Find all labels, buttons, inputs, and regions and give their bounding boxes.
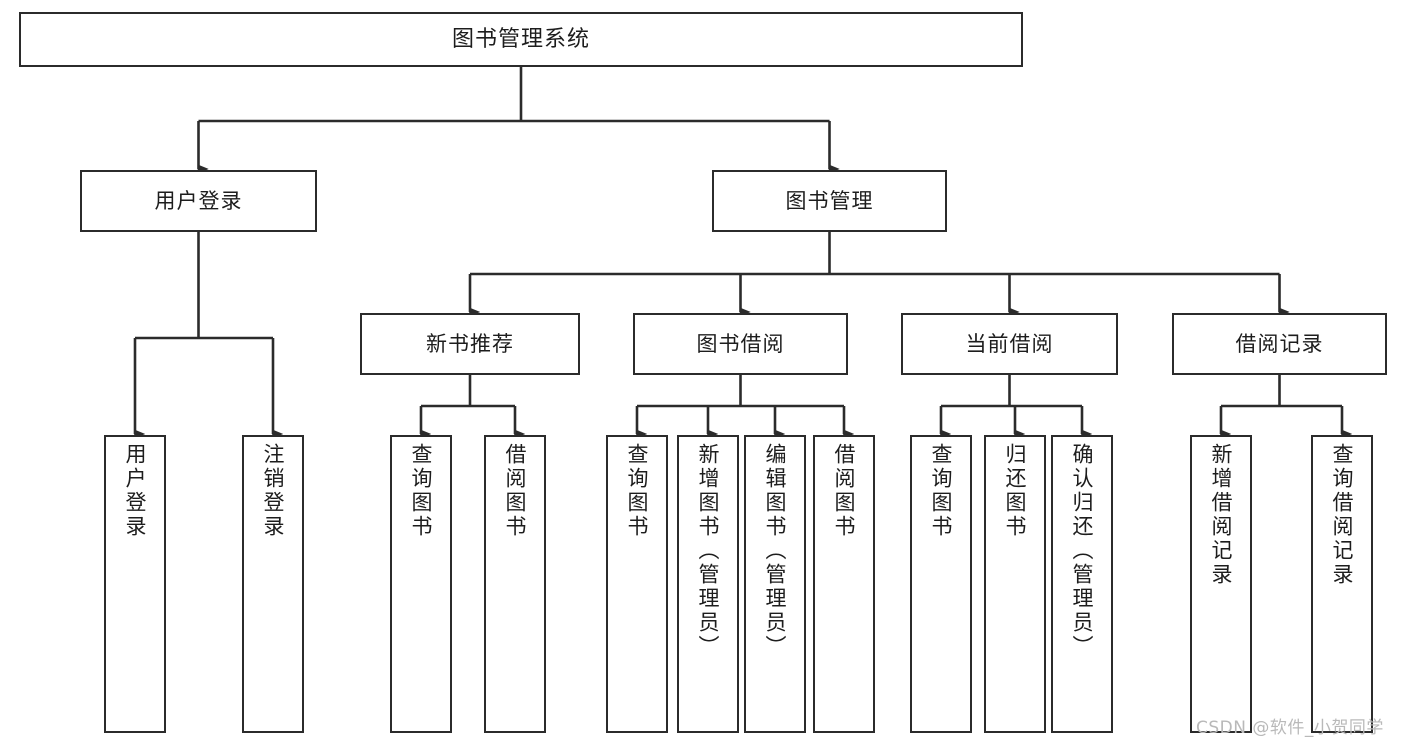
node-label: 编辑图书（管理员）: [763, 443, 788, 659]
node-current-borrow[interactable]: 当前借阅: [901, 313, 1118, 375]
node-borrow-record[interactable]: 借阅记录: [1172, 313, 1387, 375]
leaf-user-login[interactable]: 用户登录: [104, 435, 166, 733]
node-label: 查询图书: [409, 443, 434, 539]
leaf-borrow-book-2[interactable]: 借阅图书: [813, 435, 875, 733]
node-book-management[interactable]: 图书管理: [712, 170, 947, 232]
node-label: 借阅记录: [1235, 331, 1324, 356]
node-user-login[interactable]: 用户登录: [80, 170, 317, 232]
leaf-edit-book-admin[interactable]: 编辑图书（管理员）: [744, 435, 806, 733]
node-label: 借阅图书: [503, 443, 528, 539]
node-book-borrow[interactable]: 图书借阅: [633, 313, 848, 375]
leaf-add-borrow-record[interactable]: 新增借阅记录: [1190, 435, 1252, 733]
leaf-query-borrow-record[interactable]: 查询借阅记录: [1311, 435, 1373, 733]
node-label: 确认归还（管理员）: [1070, 443, 1095, 659]
node-label: 查询图书: [625, 443, 650, 539]
leaf-query-book-3[interactable]: 查询图书: [910, 435, 972, 733]
leaf-borrow-book-1[interactable]: 借阅图书: [484, 435, 546, 733]
node-label: 图书管理: [785, 188, 874, 213]
leaf-logout[interactable]: 注销登录: [242, 435, 304, 733]
node-label: 新增借阅记录: [1209, 443, 1234, 587]
node-label: 图书借阅: [696, 331, 785, 356]
node-label: 用户登录: [123, 443, 148, 539]
node-label: 借阅图书: [832, 443, 857, 539]
leaf-confirm-return-admin[interactable]: 确认归还（管理员）: [1051, 435, 1113, 733]
leaf-query-book-1[interactable]: 查询图书: [390, 435, 452, 733]
node-root-book-management-system[interactable]: 图书管理系统: [19, 12, 1023, 67]
leaf-add-book-admin[interactable]: 新增图书（管理员）: [677, 435, 739, 733]
node-label: 查询借阅记录: [1330, 443, 1355, 587]
node-label: 注销登录: [261, 443, 286, 539]
node-label: 用户登录: [154, 188, 243, 213]
csdn-watermark: CSDN @软件_小贺同学: [1196, 718, 1384, 738]
node-label: 新增图书（管理员）: [696, 443, 721, 659]
node-label: 归还图书: [1003, 443, 1028, 539]
node-label: 当前借阅: [965, 331, 1054, 356]
node-label: 图书管理系统: [451, 26, 590, 52]
node-label: 新书推荐: [426, 331, 514, 356]
leaf-query-book-2[interactable]: 查询图书: [606, 435, 668, 733]
leaf-return-book[interactable]: 归还图书: [984, 435, 1046, 733]
node-new-book-recommendation[interactable]: 新书推荐: [360, 313, 580, 375]
node-label: 查询图书: [929, 443, 954, 539]
